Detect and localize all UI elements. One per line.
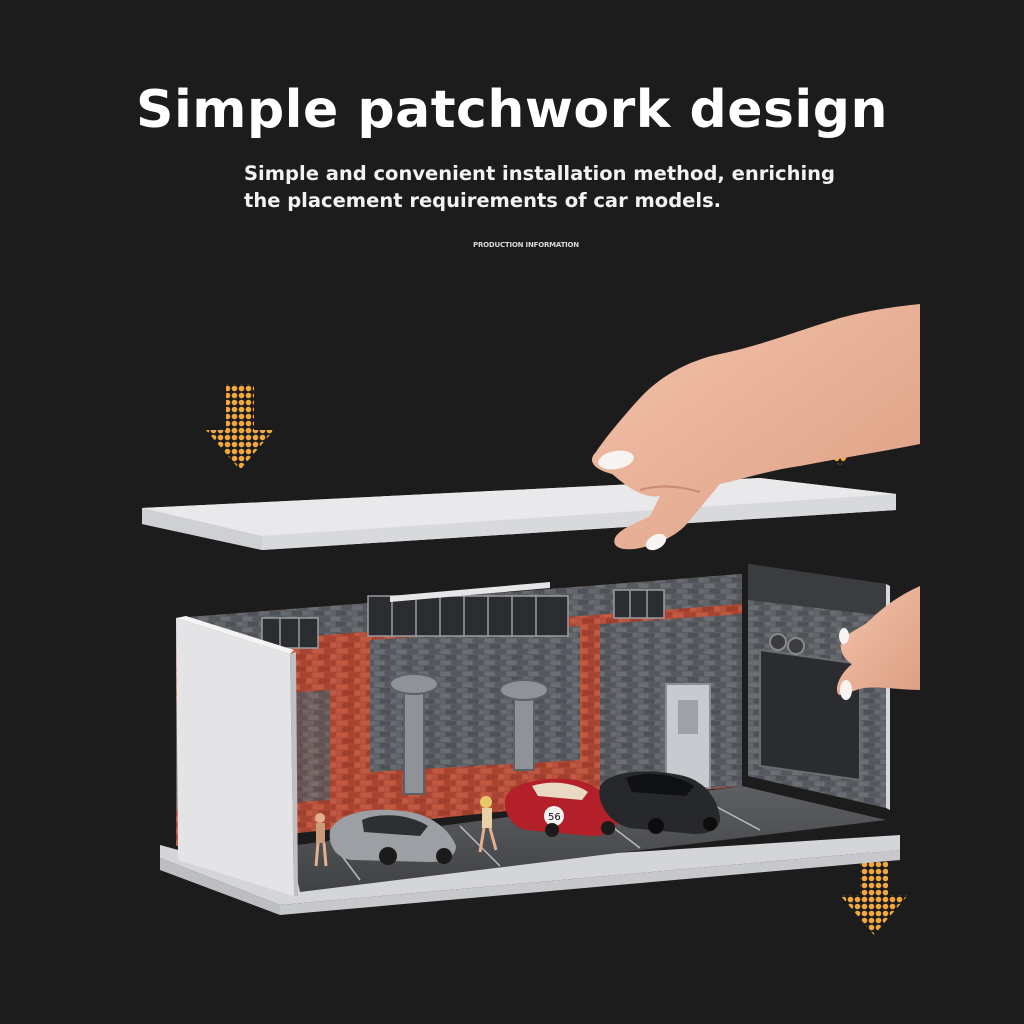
subtext: Simple and convenient installation metho… <box>244 160 864 214</box>
garage-diorama <box>160 564 900 915</box>
subtext-line-1: Simple and convenient installation metho… <box>244 162 835 185</box>
subtext-line-2: the placement requirements of car models… <box>244 189 722 212</box>
svg-text:56: 56 <box>548 812 561 823</box>
production-information-caption: PRODUCTION INFORMATION <box>473 241 579 249</box>
car-black <box>599 771 720 834</box>
down-arrow-icon <box>206 384 274 470</box>
figure-middle <box>478 796 498 853</box>
hand-right <box>836 586 920 700</box>
hand-top <box>591 304 920 551</box>
lid-panel <box>142 478 896 550</box>
car-silver <box>329 809 456 865</box>
headline: Simple patchwork design <box>136 80 888 140</box>
figure-left <box>314 813 328 867</box>
car-red: 56 <box>504 778 618 837</box>
